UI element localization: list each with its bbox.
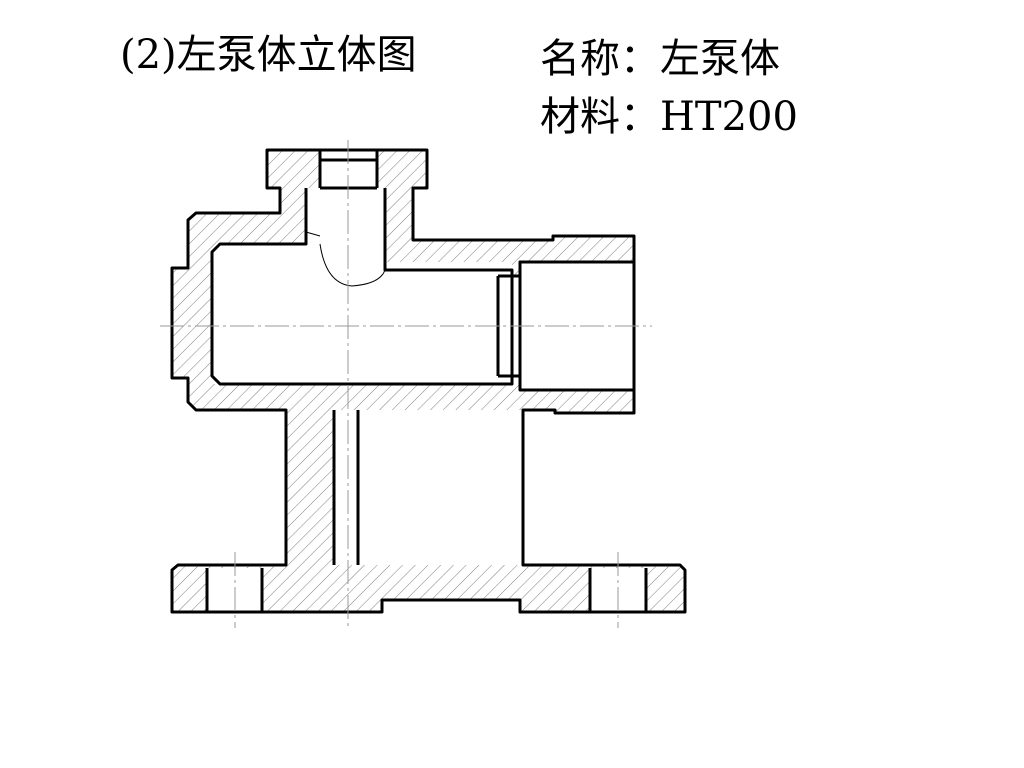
material-label: 材料：	[540, 94, 660, 140]
support-web	[284, 410, 525, 565]
center-lines	[160, 140, 652, 628]
material-value: HT200	[660, 94, 798, 140]
port-notch	[305, 231, 321, 237]
name-value: 左泵体	[660, 36, 780, 82]
drawing-title: (2)左泵体立体图	[120, 32, 417, 78]
outer-contour	[170, 148, 687, 614]
section-hatch	[172, 150, 685, 612]
thin-lines	[305, 231, 386, 287]
title-block: 名称：左泵体 材料：HT200	[540, 30, 798, 146]
name-label: 名称：	[540, 36, 660, 82]
hole-intersection-curve	[319, 243, 386, 287]
outline-lines	[170, 148, 687, 614]
base-holes	[205, 568, 648, 612]
top-port	[318, 150, 379, 190]
material-row: 材料：HT200	[540, 88, 798, 146]
name-row: 名称：左泵体	[540, 30, 798, 88]
